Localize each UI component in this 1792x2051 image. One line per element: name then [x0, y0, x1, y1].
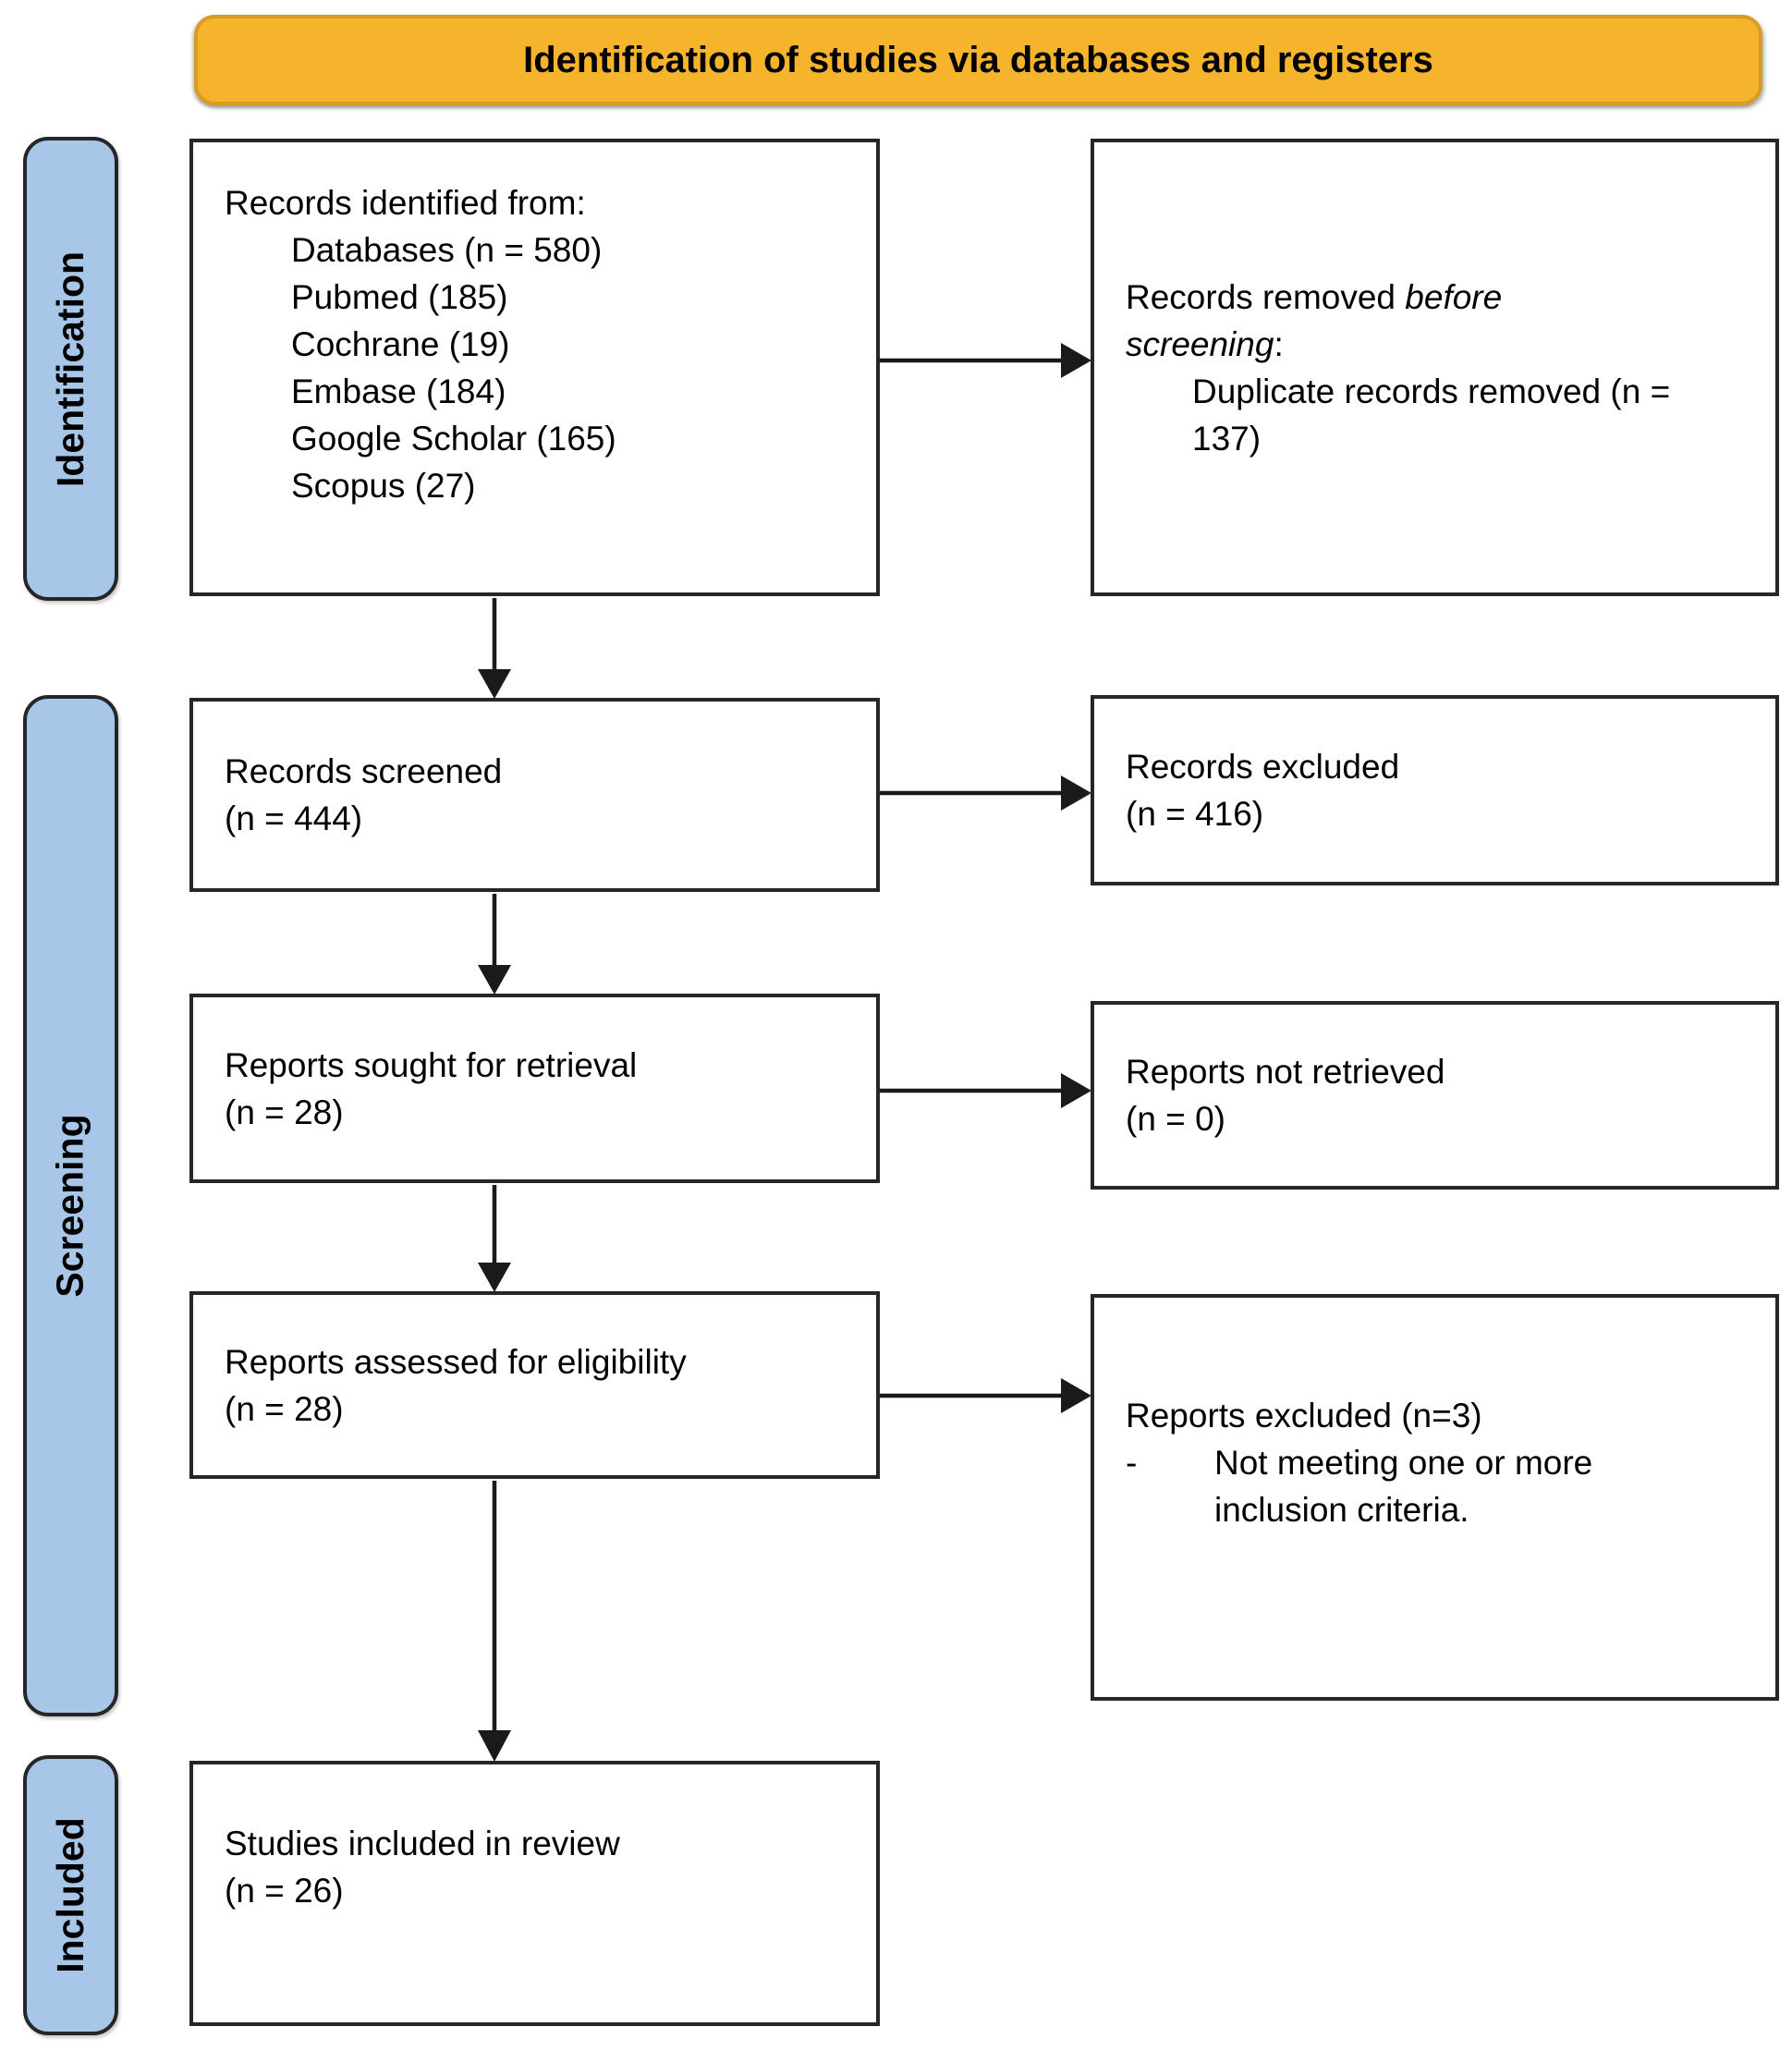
records-identified-item: Google Scholar (165): [291, 420, 616, 458]
reports-not-retrieved-line: Reports not retrieved: [1126, 1053, 1445, 1091]
stage-bar-included: Included: [23, 1755, 118, 2035]
arrow-identified-to-removed: [880, 343, 1091, 378]
reports-excluded-bullet: - Not meeting one or more inclusion crit…: [1126, 1439, 1757, 1533]
stage-bar-screening: Screening: [23, 695, 118, 1716]
studies-included-line: Studies included in review: [225, 1825, 620, 1862]
stage-label-screening: Screening: [49, 1114, 92, 1298]
reports-not-retrieved-box: Reports not retrieved (n = 0): [1091, 1001, 1779, 1190]
records-removed-title: Records removed before screening:: [1126, 274, 1648, 368]
records-identified-item: Scopus (27): [291, 467, 476, 505]
records-screened-count: (n = 444): [225, 800, 363, 837]
records-removed-box: Records removed before screening: Duplic…: [1091, 139, 1779, 596]
arrow-assessed-to-reports-excluded: [880, 1378, 1091, 1413]
records-excluded-count: (n = 416): [1126, 795, 1264, 833]
arrow-identified-to-screened: [478, 598, 511, 699]
arrow-screened-to-sought: [478, 894, 511, 995]
records-identified-item: Embase (184): [291, 372, 506, 410]
records-excluded-line: Records excluded: [1126, 748, 1400, 786]
reports-sought-count: (n = 28): [225, 1093, 344, 1131]
banner-title: Identification of studies via databases …: [523, 39, 1433, 80]
records-screened-line: Records screened: [225, 752, 503, 790]
records-identified-item: Pubmed (185): [291, 278, 508, 316]
records-screened-box: Records screened (n = 444): [189, 698, 880, 892]
stage-label-identification: Identification: [49, 250, 92, 487]
records-removed-title-text: Records removed: [1126, 277, 1406, 316]
studies-included-box: Studies included in review (n = 26): [189, 1761, 880, 2026]
reports-excluded-bullet-text: Not meeting one or more inclusion criter…: [1214, 1444, 1593, 1529]
arrow-sought-to-assessed: [478, 1185, 511, 1292]
records-excluded-box: Records excluded (n = 416): [1091, 695, 1779, 885]
stage-label-included: Included: [49, 1817, 92, 1973]
arrow-assessed-to-included: [478, 1481, 511, 1762]
records-removed-title-italic: before screening: [1126, 277, 1503, 363]
reports-sought-box: Reports sought for retrieval (n = 28): [189, 994, 880, 1183]
records-identified-title: Records identified from:: [225, 184, 586, 222]
reports-sought-line: Reports sought for retrieval: [225, 1045, 638, 1084]
reports-not-retrieved-count: (n = 0): [1126, 1100, 1225, 1138]
arrow-sought-to-not-retrieved: [880, 1073, 1091, 1108]
reports-assessed-line: Reports assessed for eligibility: [225, 1342, 687, 1381]
records-identified-item: Databases (n = 580): [291, 231, 603, 269]
bullet-dash: -: [1126, 1444, 1138, 1482]
reports-excluded-title: Reports excluded (n=3): [1126, 1397, 1482, 1434]
banner-title-box: Identification of studies via databases …: [194, 15, 1762, 105]
reports-assessed-box: Reports assessed for eligibility (n = 28…: [189, 1291, 880, 1479]
records-identified-box: Records identified from: Databases (n = …: [189, 139, 880, 596]
records-removed-title-colon: :: [1274, 324, 1284, 363]
stage-bar-identification: Identification: [23, 137, 118, 601]
records-identified-item: Cochrane (19): [291, 325, 510, 363]
arrow-screened-to-excluded: [880, 775, 1091, 811]
records-removed-item: Duplicate records removed (n = 137): [1192, 372, 1671, 458]
reports-excluded-box: Reports excluded (n=3) - Not meeting one…: [1091, 1294, 1779, 1701]
studies-included-count: (n = 26): [225, 1872, 344, 1910]
reports-assessed-count: (n = 28): [225, 1389, 344, 1428]
